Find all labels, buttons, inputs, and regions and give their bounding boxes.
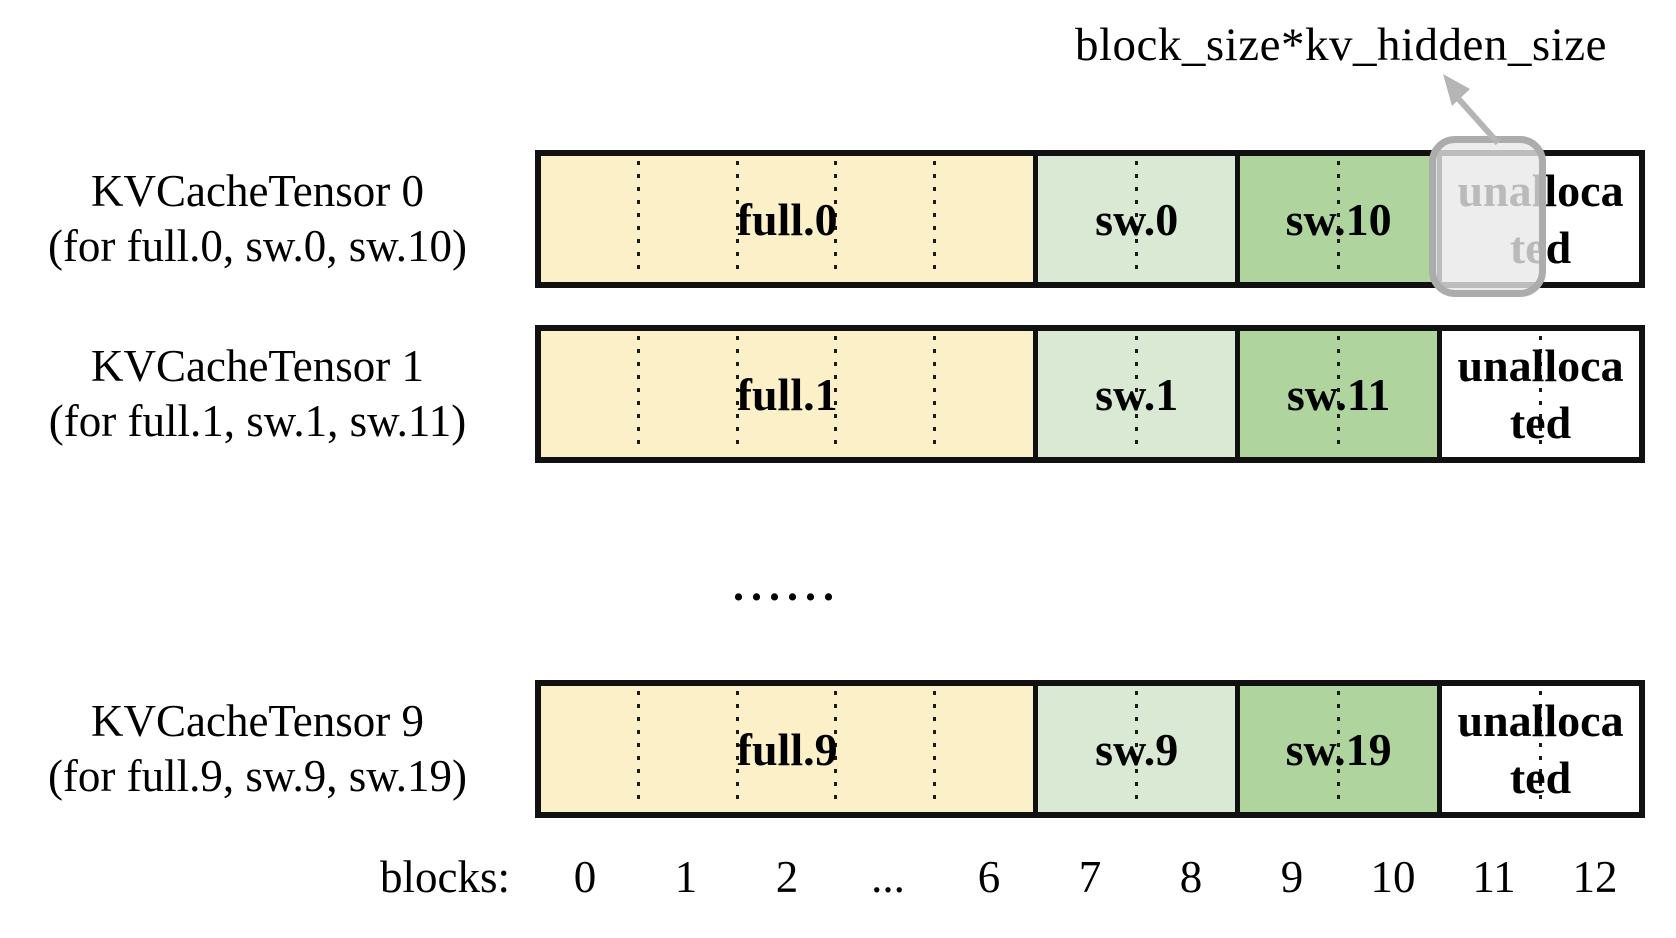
- tensor-0-sw10-region: sw.10: [1235, 156, 1438, 282]
- block-tick: 9: [1280, 852, 1304, 902]
- block-cell: [1538, 156, 1639, 282]
- block-cell: [1336, 156, 1437, 282]
- block-tick: 10: [1370, 852, 1416, 902]
- block-cell: [637, 331, 737, 457]
- block-cell: [1240, 331, 1338, 457]
- row-label-tensor-9: KVCacheTensor 9 (for full.9, sw.9, sw.19…: [0, 680, 515, 818]
- block-cell: [1134, 156, 1235, 282]
- block-cell: [735, 686, 836, 812]
- block-tick: 12: [1572, 852, 1618, 902]
- block-cell: [1538, 686, 1639, 812]
- row-title: KVCacheTensor 1: [91, 341, 424, 391]
- block-tick: 7: [1078, 852, 1102, 902]
- blocks-axis-label: blocks:: [380, 852, 510, 902]
- block-cell: [1442, 686, 1540, 812]
- tensor-1-full-region: full.1: [541, 331, 1034, 457]
- block-cell: [541, 156, 639, 282]
- row-subtitle: (for full.1, sw.1, sw.11): [48, 396, 467, 446]
- tensor-9-full-region: full.9: [541, 686, 1034, 812]
- block-cell: [1336, 331, 1437, 457]
- row-title: KVCacheTensor 9: [91, 696, 424, 746]
- block-tick: 0: [573, 852, 597, 902]
- block-cell: [1240, 156, 1338, 282]
- tensor-1-sw11-region: sw.11: [1235, 331, 1438, 457]
- tensor-1-unallocated-region: unalloca ted: [1437, 331, 1639, 457]
- block-cell: [834, 331, 934, 457]
- block-tick: 1: [674, 852, 698, 902]
- block-cell: [1134, 331, 1235, 457]
- block-cell: [834, 686, 934, 812]
- block-cell: [1134, 686, 1235, 812]
- block-cell: [1538, 331, 1639, 457]
- block-tick: ...: [871, 852, 905, 902]
- block-cell: [541, 686, 639, 812]
- row-label-tensor-1: KVCacheTensor 1 (for full.1, sw.1, sw.11…: [0, 325, 515, 463]
- block-tick: 11: [1472, 852, 1516, 902]
- tensor-9-bar: full.9 sw.9 sw.19 unalloca ted: [535, 680, 1645, 818]
- block-cell: [735, 156, 836, 282]
- tensor-9-sw-region: sw.9: [1033, 686, 1236, 812]
- block-cell: [932, 686, 1033, 812]
- block-cell: [1038, 686, 1136, 812]
- tensor-1-sw-region: sw.1: [1033, 331, 1236, 457]
- block-cell: [1442, 331, 1540, 457]
- block-size-annotation: block_size*kv_hidden_size: [1075, 19, 1607, 71]
- block-tick: 6: [977, 852, 1001, 902]
- block-cell: [932, 156, 1033, 282]
- row-subtitle: (for full.9, sw.9, sw.19): [47, 751, 468, 801]
- tensor-0-sw-region: sw.0: [1033, 156, 1236, 282]
- block-highlight-overlay: [1429, 136, 1546, 297]
- block-cell: [735, 331, 836, 457]
- block-tick: 2: [775, 852, 799, 902]
- annotation-arrow-icon: [1443, 74, 1501, 145]
- block-cell: [1336, 686, 1437, 812]
- block-cell: [834, 156, 934, 282]
- tensor-0-full-region: full.0: [541, 156, 1034, 282]
- tensor-9-unallocated-region: unalloca ted: [1437, 686, 1639, 812]
- row-title: KVCacheTensor 0: [91, 166, 424, 216]
- block-cell: [1240, 686, 1338, 812]
- row-subtitle: (for full.0, sw.0, sw.10): [47, 221, 468, 271]
- block-cell: [637, 156, 737, 282]
- block-cell: [932, 331, 1033, 457]
- block-cell: [541, 331, 639, 457]
- row-label-tensor-0: KVCacheTensor 0 (for full.0, sw.0, sw.10…: [0, 150, 515, 288]
- tensor-1-bar: full.1 sw.1 sw.11 unalloca ted: [535, 325, 1645, 463]
- block-cell: [637, 686, 737, 812]
- block-cell: [1038, 156, 1136, 282]
- tensor-9-sw19-region: sw.19: [1235, 686, 1438, 812]
- block-tick: 8: [1179, 852, 1203, 902]
- block-cell: [1038, 331, 1136, 457]
- rows-ellipsis: ......: [733, 561, 841, 610]
